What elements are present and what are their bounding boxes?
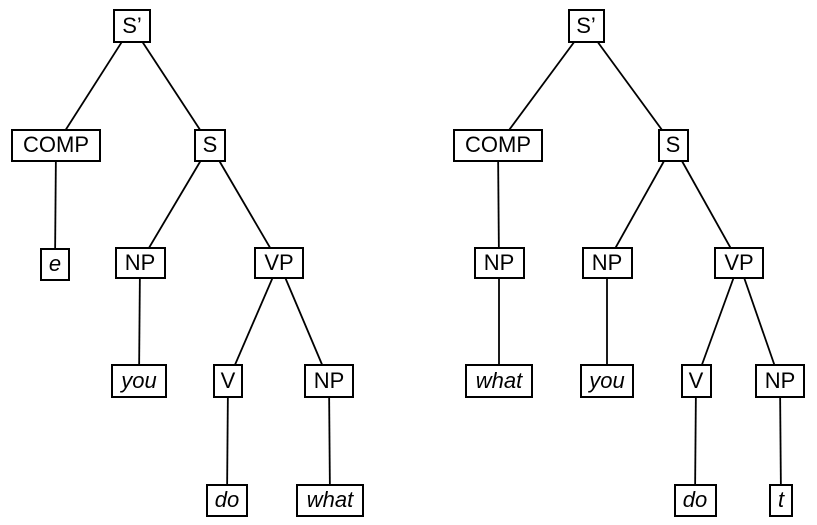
tree2-edge-v-do bbox=[694, 380, 697, 501]
tree2-edge-s-vp bbox=[672, 144, 740, 264]
tree2-edge-np-obj-t bbox=[779, 380, 782, 501]
tree1-edge-vp-np-obj bbox=[278, 262, 330, 382]
tree2-edge-sbar-comp bbox=[497, 25, 587, 146]
tree1-edge-s-np-subj bbox=[139, 144, 211, 264]
tree1-edge-s-vp bbox=[209, 144, 280, 264]
tree1-edge-comp-e bbox=[54, 144, 57, 265]
tree2-edge-comp-np-wh bbox=[497, 144, 500, 264]
tree2-edge-s-np-subj bbox=[606, 144, 674, 264]
tree1-edge-sbar-comp bbox=[55, 25, 133, 146]
tree1-edge-v-do bbox=[226, 380, 229, 501]
tree2-edge-vp-v bbox=[695, 262, 740, 382]
tree1-edge-np-subj-you bbox=[138, 262, 141, 382]
right-tree-edges bbox=[497, 25, 782, 501]
left-tree-edges bbox=[54, 25, 331, 501]
tree2-edge-vp-np-obj bbox=[738, 262, 781, 382]
tree1-edge-sbar-s bbox=[131, 25, 211, 146]
tree2-edge-sbar-s bbox=[585, 25, 674, 146]
tree1-edge-np-obj-what bbox=[328, 380, 331, 501]
tree1-edge-vp-v bbox=[227, 262, 280, 382]
